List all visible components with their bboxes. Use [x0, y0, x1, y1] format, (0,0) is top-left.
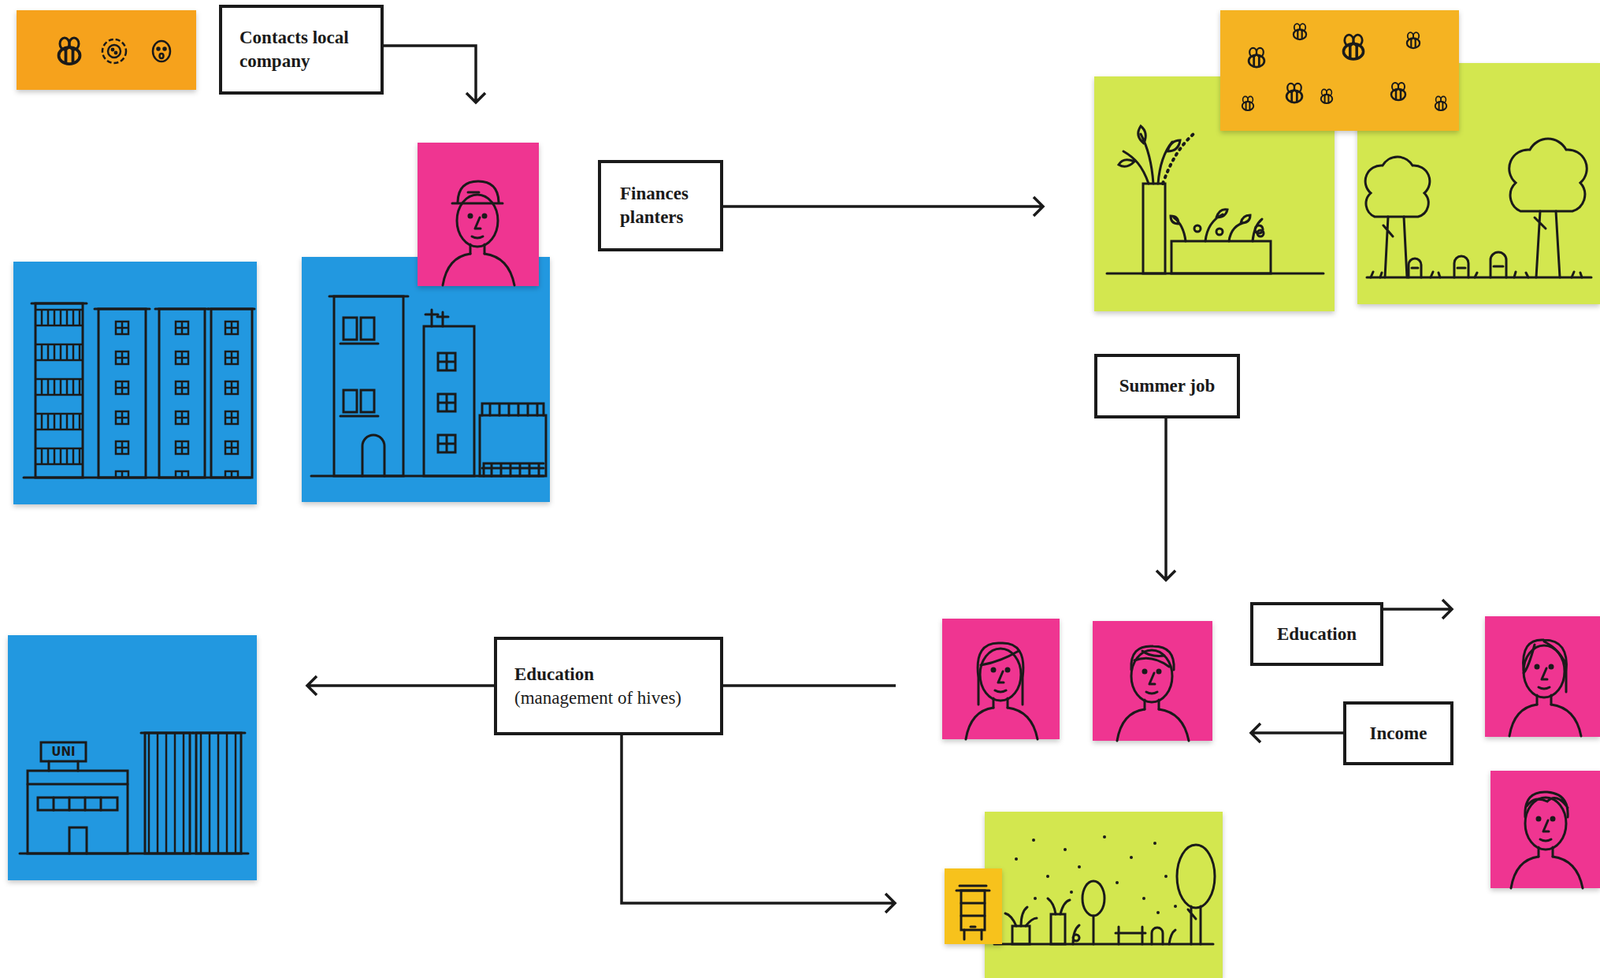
box-body: (management of hives) — [514, 686, 703, 710]
person-man — [1092, 620, 1213, 741]
icon-note — [16, 10, 197, 90]
box-heading: Education — [1264, 622, 1370, 646]
arrow — [1251, 723, 1344, 743]
arrow — [1383, 599, 1452, 619]
university-note — [7, 634, 257, 880]
label-box: Income — [1343, 701, 1454, 765]
bees-note — [1220, 10, 1459, 131]
arrow — [383, 45, 486, 103]
label-box: Education — [1250, 601, 1384, 666]
person-woman — [1484, 616, 1600, 737]
box-heading: Summer job — [1108, 374, 1226, 398]
buildings-note — [13, 261, 257, 505]
arrow — [723, 196, 1044, 216]
arrow — [621, 735, 895, 913]
arrow — [1156, 418, 1176, 580]
trees-note — [1357, 63, 1600, 305]
town-note — [301, 256, 550, 502]
person-woman — [942, 618, 1060, 739]
beehive-note — [944, 868, 1003, 944]
label-box: Education(management of hives) — [493, 636, 724, 736]
box-heading: Contacts local company — [239, 25, 364, 74]
box-heading: Income — [1357, 721, 1440, 746]
label-box: Contacts local company — [219, 4, 384, 95]
label-box: Finances planters — [597, 159, 724, 252]
company-person — [417, 142, 539, 286]
person-man — [1490, 770, 1600, 888]
box-heading: Finances planters — [619, 181, 702, 230]
label-box: Summer job — [1094, 353, 1240, 419]
garden-note — [984, 811, 1223, 978]
box-heading: Education — [514, 662, 703, 687]
sign-text: UNI — [40, 742, 86, 762]
